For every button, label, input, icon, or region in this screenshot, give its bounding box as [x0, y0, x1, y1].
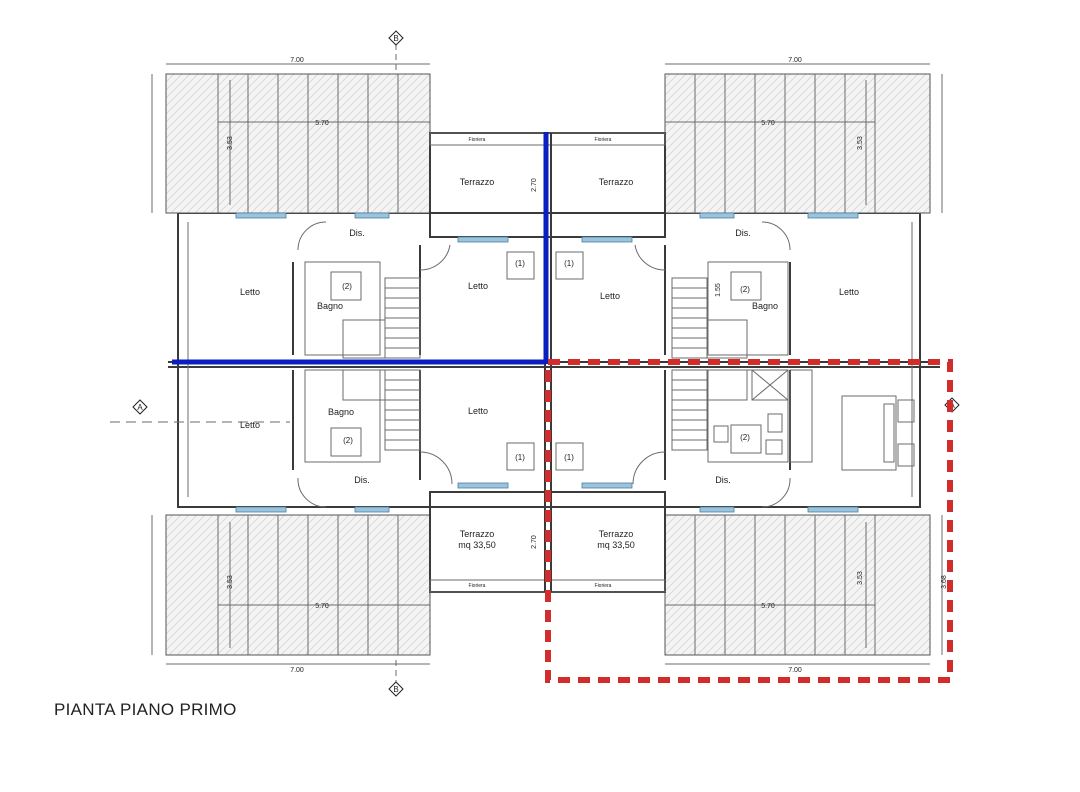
room-letto-5: Letto — [240, 420, 260, 430]
fioriera-bottom-left: Fioriera — [469, 583, 486, 589]
fioriera-top-right: Fioriera — [595, 137, 612, 143]
room-terrazzo-bottom-right: Terrazzo — [599, 529, 634, 539]
dim-top-right-height: 3.53 — [857, 136, 864, 150]
dim-top-right-width: 7.00 — [788, 57, 802, 64]
marker-boxes — [330, 251, 762, 471]
dim-bottom-right-width: 7.00 — [788, 667, 802, 674]
room-bagno-1: Bagno — [317, 301, 343, 311]
dim-terrace-bottom-height: 2.70 — [531, 535, 538, 549]
room-letto-3: Letto — [600, 291, 620, 301]
marker-2-c: (2) — [343, 436, 353, 445]
room-dis-2: Dis. — [735, 228, 751, 238]
room-terrazzo-top-left: Terrazzo — [460, 177, 495, 187]
marker-2-a: (2) — [342, 282, 352, 291]
dim-bottom-left-inner: 5.70 — [315, 603, 329, 610]
room-dis-4: Dis. — [715, 475, 731, 485]
red-dashed-outline — [545, 359, 953, 683]
fioriera-bottom-right: Fioriera — [595, 583, 612, 589]
stairs-left — [342, 277, 421, 451]
marker-1-a: (1) — [515, 259, 525, 268]
dim-right-outline-height: 3.68 — [941, 575, 948, 589]
section-marker-b-top: B — [388, 30, 404, 46]
marker-1-c: (1) — [515, 453, 525, 462]
room-dis-1: Dis. — [349, 228, 365, 238]
dimension-lines — [110, 44, 943, 684]
svg-text:B: B — [393, 685, 398, 694]
room-dis-3: Dis. — [354, 475, 370, 485]
section-marker-b-bottom: B — [388, 681, 404, 697]
fioriera-top-left: Fioriera — [469, 137, 486, 143]
room-terrazzo-top-right: Terrazzo — [599, 177, 634, 187]
terrace-top-left — [165, 73, 431, 214]
dim-bottom-right-height: 3.53 — [857, 571, 864, 585]
room-bagno-3: Bagno — [328, 407, 354, 417]
room-letto-6: Letto — [468, 406, 488, 416]
marker-2-d: (2) — [740, 433, 750, 442]
marker-1-b: (1) — [564, 259, 574, 268]
terrace-top-right — [664, 73, 931, 214]
windows — [235, 212, 859, 513]
dim-top-right-inner: 5.70 — [761, 120, 775, 127]
section-marker-a-left: A — [132, 399, 148, 415]
room-letto-4: Letto — [839, 287, 859, 297]
terrace-bottom-left — [165, 514, 431, 656]
marker-2-b: (2) — [740, 285, 750, 294]
dim-terrace-top-height: 2.70 — [531, 178, 538, 192]
dim-top-left-width: 7.00 — [290, 57, 304, 64]
dim-bottom-left-height: 3.53 — [227, 575, 234, 589]
svg-text:A: A — [137, 403, 143, 412]
room-terrazzo-bottom-left-area: mq 33,50 — [458, 540, 496, 550]
dim-top-left-height: 3.53 — [227, 136, 234, 150]
room-letto-1: Letto — [240, 287, 260, 297]
room-terrazzo-bottom-left: Terrazzo — [460, 529, 495, 539]
svg-text:B: B — [393, 34, 398, 43]
room-letto-2: Letto — [468, 281, 488, 291]
dim-bagno-height: 1.55 — [715, 283, 722, 297]
room-terrazzo-bottom-right-area: mq 33,50 — [597, 540, 635, 550]
dim-top-left-inner: 5.70 — [315, 120, 329, 127]
dim-bottom-right-inner: 5.70 — [761, 603, 775, 610]
stairs-right — [671, 277, 748, 451]
terrace-bottom-right — [664, 514, 931, 656]
bed-furniture — [713, 369, 915, 471]
room-bagno-2: Bagno — [752, 301, 778, 311]
drawing-title: PIANTA PIANO PRIMO — [54, 700, 237, 719]
dim-bottom-left-width: 7.00 — [290, 667, 304, 674]
marker-1-d: (1) — [564, 453, 574, 462]
blue-highlight-lines — [172, 132, 549, 365]
